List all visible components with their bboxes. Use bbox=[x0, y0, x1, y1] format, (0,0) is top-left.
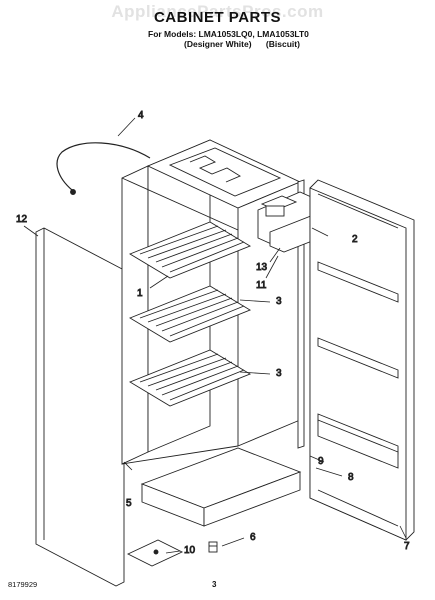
shelf-1 bbox=[128, 221, 252, 279]
callout-8: 8 bbox=[348, 472, 354, 483]
inner-left-edge bbox=[121, 177, 239, 231]
callout-7: 7 bbox=[404, 541, 410, 552]
evaporator-plate bbox=[168, 147, 282, 197]
leader-lines bbox=[23, 117, 407, 554]
models-line: For Models: LMA1053LQ0, LMA1053LT0 bbox=[148, 29, 309, 39]
variant-designer-white: (Designer White) bbox=[184, 39, 252, 49]
callout-11: 11 bbox=[256, 280, 267, 291]
callout-6: 6 bbox=[250, 532, 256, 543]
cabinet-front-right-edge bbox=[297, 179, 305, 449]
shelf-3 bbox=[128, 349, 252, 407]
callout-3-lower: 3 bbox=[276, 368, 282, 379]
door-shelves bbox=[317, 261, 399, 469]
callout-13: 13 bbox=[256, 262, 268, 273]
callout-4: 4 bbox=[138, 110, 144, 121]
power-cord bbox=[56, 142, 151, 191]
model-variants: (Designer White) (Biscuit) bbox=[184, 39, 312, 49]
cord-plug bbox=[70, 189, 76, 195]
drip-tray bbox=[140, 447, 302, 527]
page-title: CABINET PARTS bbox=[153, 9, 282, 26]
callout-1: 1 bbox=[137, 288, 143, 299]
callout-9: 9 bbox=[318, 456, 324, 467]
watermark: AppliancePartsPros.com bbox=[111, 2, 324, 21]
callout-2: 2 bbox=[352, 234, 358, 245]
shelf-2 bbox=[128, 285, 252, 343]
inner-bottom-edge bbox=[121, 445, 239, 465]
leveling-foot bbox=[208, 541, 218, 553]
document-number: 8179929 bbox=[8, 580, 38, 589]
callout-12: 12 bbox=[16, 214, 28, 225]
evaporator-coil bbox=[189, 155, 241, 183]
back-panel bbox=[35, 227, 125, 587]
leveling-base bbox=[126, 539, 184, 567]
callout-3-upper: 3 bbox=[276, 296, 282, 307]
page-number: 3 bbox=[212, 580, 217, 589]
callout-10: 10 bbox=[184, 545, 196, 556]
variant-biscuit: (Biscuit) bbox=[265, 39, 300, 49]
callout-5: 5 bbox=[126, 498, 132, 509]
